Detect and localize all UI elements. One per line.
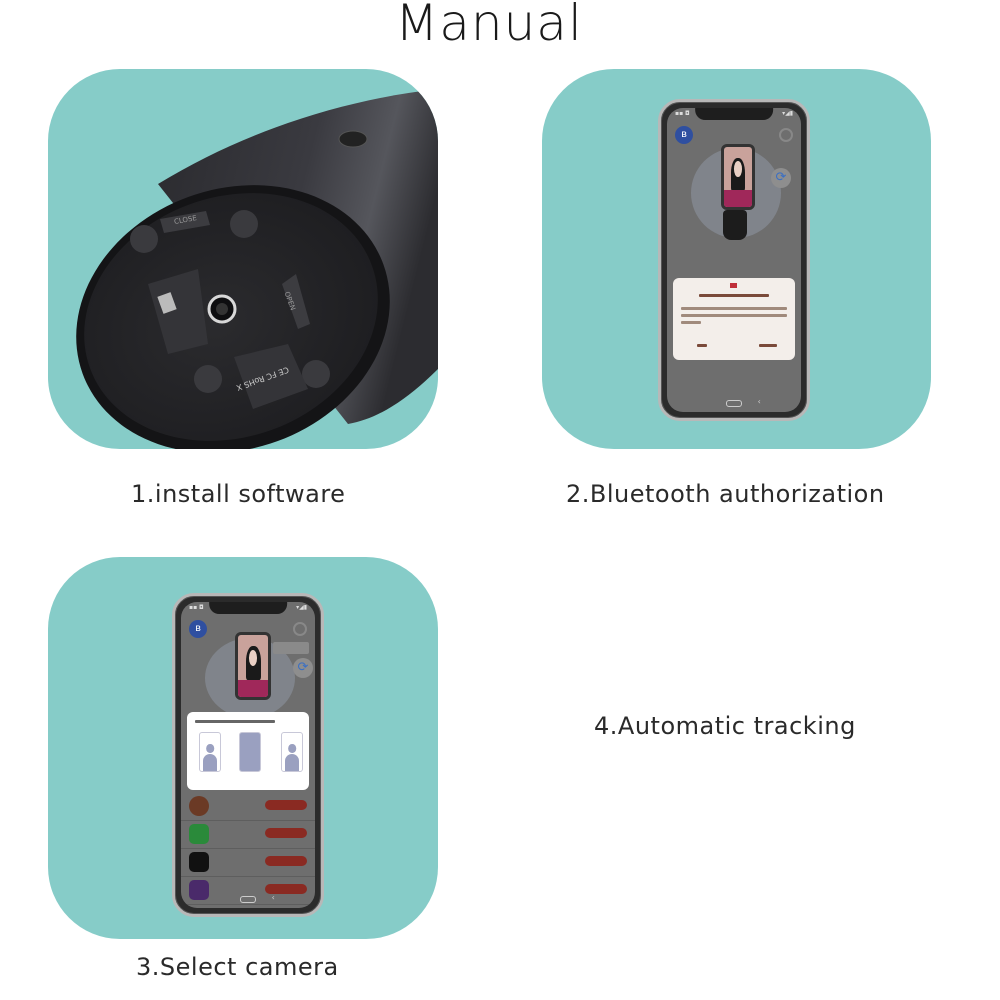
- device-bottom-illustration: [76, 89, 438, 449]
- dialog-title: [195, 720, 275, 723]
- camera-select-dialog: [187, 712, 309, 790]
- app-list-item[interactable]: [181, 820, 315, 849]
- video-app-icon: [189, 880, 209, 900]
- settings-icon[interactable]: [293, 622, 307, 636]
- dialog-body-line: [681, 307, 787, 310]
- dialog-body-line: [681, 321, 701, 324]
- step-3-caption: 3.Select camera: [136, 953, 339, 981]
- status-bar-right: ▾◢▮: [296, 604, 307, 611]
- camera-option-rear[interactable]: [239, 732, 261, 772]
- status-bar-left: ▪▪ ◘: [675, 110, 690, 117]
- step-1-image-panel: CLOSE OPEN CE FC RoHS X: [48, 69, 438, 449]
- back-button[interactable]: ‹: [271, 893, 275, 902]
- home-button[interactable]: [726, 400, 742, 407]
- android-nav-bar: ‹: [667, 397, 801, 408]
- app-list-item[interactable]: [181, 792, 315, 821]
- step-2-caption: 2.Bluetooth authorization: [566, 480, 885, 508]
- wechat-app-icon: [189, 824, 209, 844]
- bluetooth-icon[interactable]: ʙ: [675, 126, 693, 144]
- app-open-button[interactable]: [265, 800, 307, 810]
- step-4-caption: 4.Automatic tracking: [594, 712, 856, 740]
- page-title: Manual: [395, 0, 583, 52]
- dialog-body-line: [681, 314, 787, 317]
- app-list-item[interactable]: [181, 848, 315, 877]
- camera-app-icon: [189, 796, 209, 816]
- illustration-phone: [721, 144, 755, 210]
- app-open-button[interactable]: [265, 828, 307, 838]
- phone-notch: [695, 108, 773, 120]
- back-button[interactable]: ‹: [757, 397, 761, 406]
- app-open-button[interactable]: [265, 884, 307, 894]
- phone-screen: ▪▪ ◘ ▾◢▮ ʙ ⟳: [181, 602, 315, 908]
- camera-option-other[interactable]: [281, 732, 303, 772]
- phone-mockup: ▪▪ ◘ ▾◢▮ ʙ ⟳: [172, 593, 324, 917]
- dialog-cancel-button[interactable]: [697, 344, 707, 347]
- tiktok-app-icon: [189, 852, 209, 872]
- phone-notch: [209, 602, 287, 614]
- home-button[interactable]: [240, 896, 256, 903]
- app-open-button[interactable]: [265, 856, 307, 866]
- camera-option-front[interactable]: [199, 732, 221, 772]
- illustration-stand: [723, 210, 747, 240]
- step-3-image-panel: ▪▪ ◘ ▾◢▮ ʙ ⟳: [48, 557, 438, 939]
- step-1-caption: 1.install software: [131, 480, 346, 508]
- step-2-image-panel: ▪▪ ◘ ▾◢▮ ʙ ⟳ ‹: [542, 69, 931, 449]
- app-list-item[interactable]: [181, 876, 315, 905]
- phone-screen: ▪▪ ◘ ▾◢▮ ʙ ⟳ ‹: [667, 108, 801, 412]
- illustration-phone: [235, 632, 271, 700]
- status-bar-left: ▪▪ ◘: [189, 604, 204, 611]
- android-nav-bar: ‹: [181, 893, 315, 904]
- dialog-title: [699, 294, 769, 297]
- sync-icon[interactable]: ⟳: [771, 168, 791, 188]
- dialog-allow-button[interactable]: [759, 344, 777, 347]
- settings-icon[interactable]: [779, 128, 793, 142]
- bluetooth-icon[interactable]: ʙ: [189, 620, 207, 638]
- bluetooth-permission-dialog: [673, 278, 795, 360]
- app-icon: [730, 283, 737, 288]
- sync-icon[interactable]: ⟳: [293, 658, 313, 678]
- auto-camera-chip[interactable]: [273, 642, 309, 654]
- status-bar-right: ▾◢▮: [782, 110, 793, 117]
- phone-mockup: ▪▪ ◘ ▾◢▮ ʙ ⟳ ‹: [658, 99, 810, 421]
